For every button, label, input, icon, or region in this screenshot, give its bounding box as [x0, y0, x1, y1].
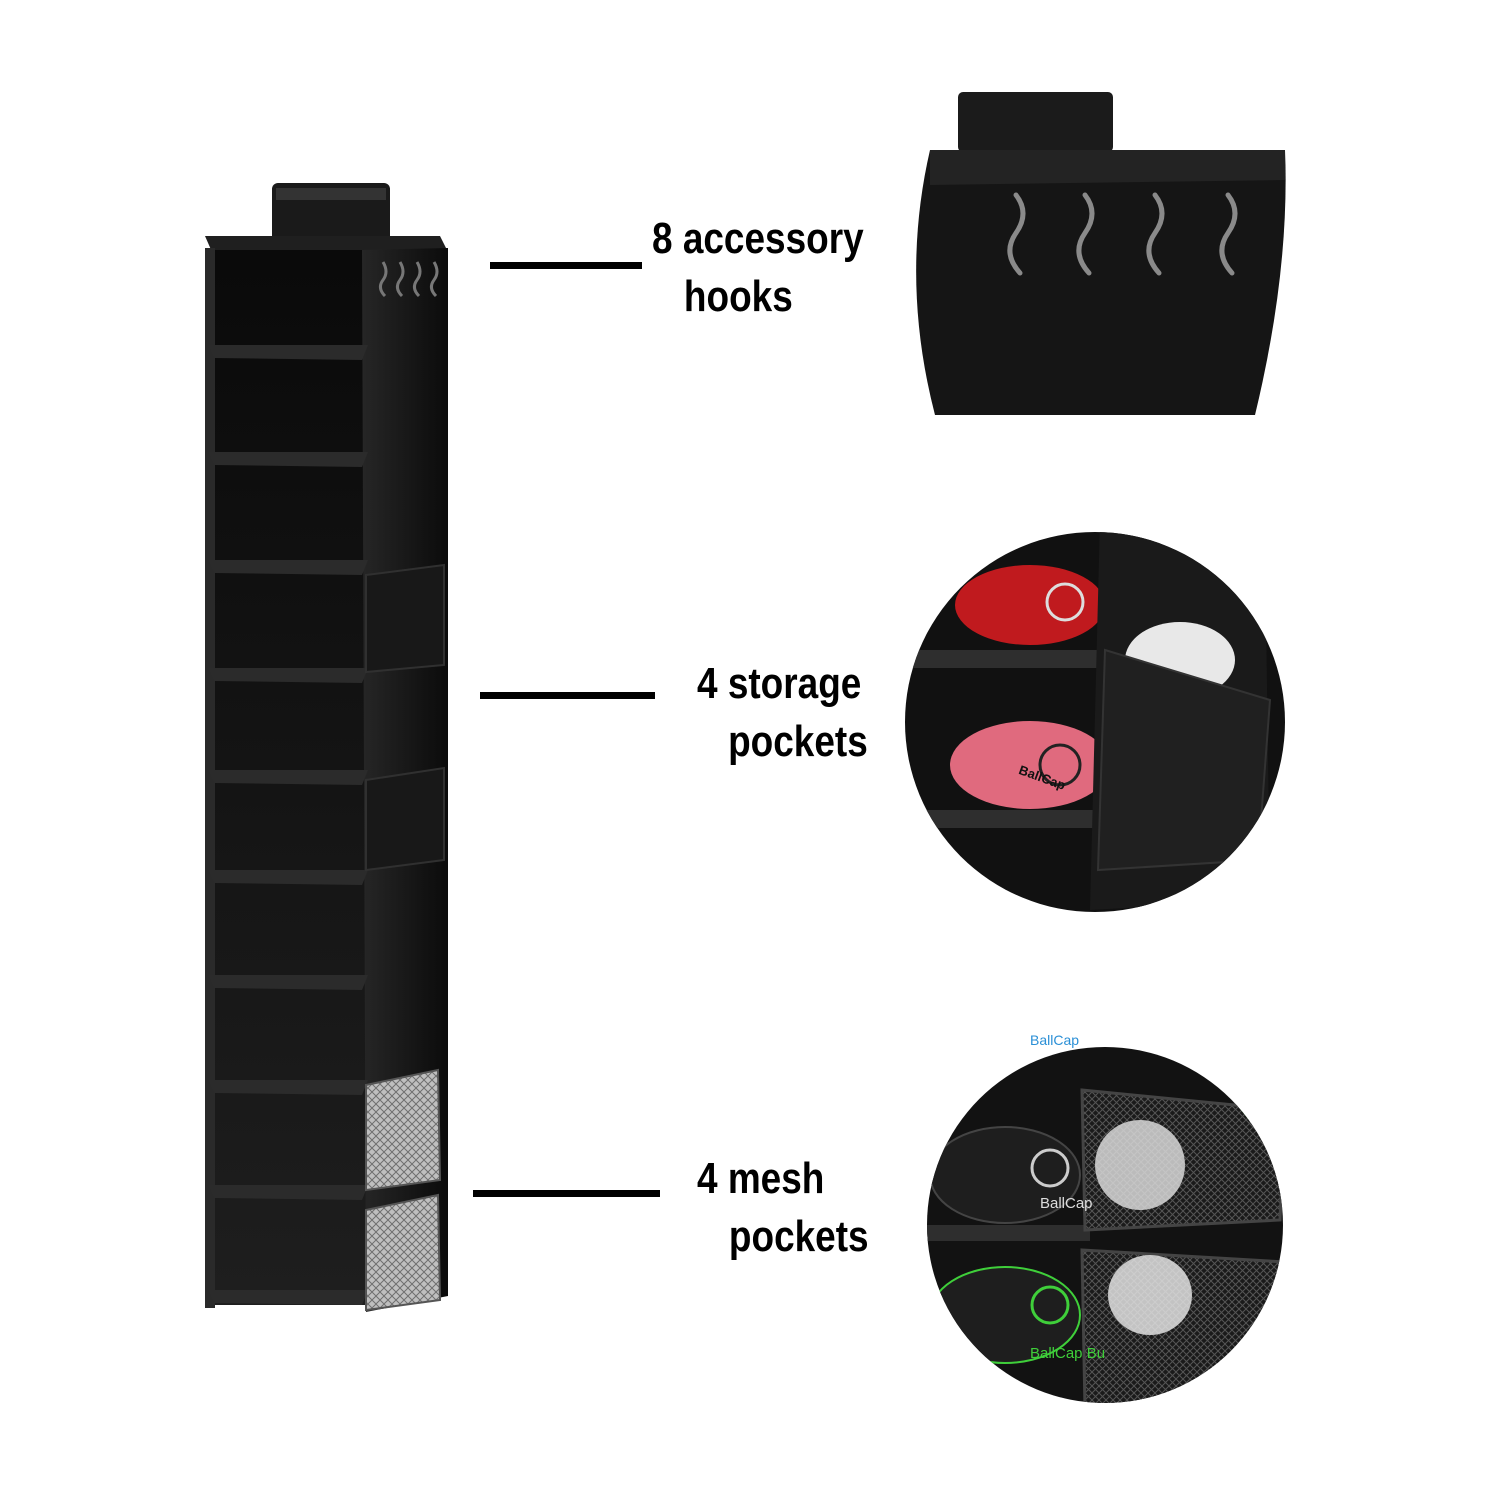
caption-storage-line1: 4 storage	[697, 659, 862, 708]
leader-line-storage	[480, 692, 655, 699]
side-hooks	[378, 261, 439, 298]
hooks-detail-image	[916, 92, 1286, 415]
organizer-shelves	[208, 345, 368, 1305]
caption-hooks-line1: 8 accessory	[652, 214, 864, 263]
leader-line-mesh	[473, 1190, 660, 1197]
caption-storage-line2: pockets	[728, 717, 868, 766]
caption-mesh-line2: pockets	[728, 1212, 869, 1261]
storage-pockets-detail-image	[905, 532, 1285, 912]
side-storage-pockets	[365, 563, 445, 872]
caption-hooks: 8 accessory hooks	[652, 210, 864, 326]
organizer-top	[205, 236, 448, 252]
caption-mesh: 4 mesh pockets	[697, 1150, 869, 1266]
caption-hooks-line2: hooks	[683, 272, 793, 321]
cap-label-4: BallCap	[1040, 1195, 1093, 1212]
hanging-strap	[272, 183, 390, 243]
hook-icons	[1007, 192, 1238, 276]
side-mesh-pockets	[365, 1068, 442, 1312]
mesh-pockets-detail-image	[927, 1047, 1283, 1403]
cap-label-2: BallCap	[1030, 1032, 1080, 1048]
caption-mesh-line1: 4 mesh	[697, 1154, 825, 1203]
cap-label-3: BallCap Bu	[1030, 1345, 1106, 1362]
leader-line-hooks	[490, 262, 642, 269]
caption-storage: 4 storage pockets	[697, 655, 868, 771]
pink-cap	[950, 721, 1110, 809]
